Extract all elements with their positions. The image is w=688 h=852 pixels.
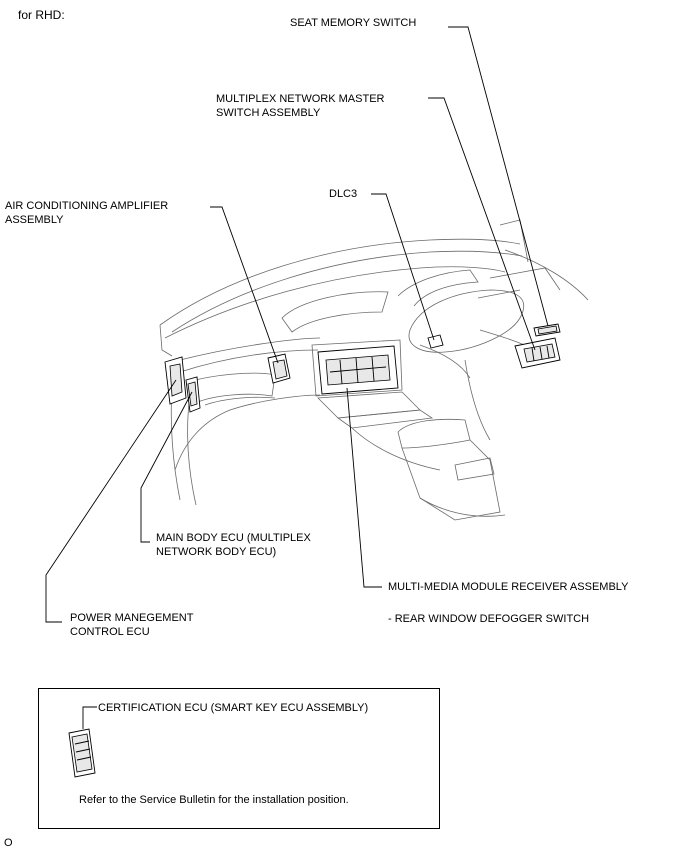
dashboard-outline [159,219,589,521]
ac-amplifier-part [267,353,291,384]
figure-code: O [4,837,13,849]
main-body-ecu-label-line1: MAIN BODY ECU (MULTIPLEX [156,532,311,544]
seat-memory-switch-part [533,323,561,337]
multiplex-master-label-line2: SWITCH ASSEMBLY [216,107,321,119]
multiplex-master-switch-part [514,337,561,369]
dlc3-part [427,334,444,349]
installation-note: Refer to the Service Bulletin for the in… [79,794,349,806]
certification-ecu-inset: CERTIFICATION ECU (SMART KEY ECU ASSEMBL… [38,688,440,829]
ac-amplifier-label-line1: AIR CONDITIONING AMPLIFIER [5,200,169,212]
multimedia-receiver-part [317,345,399,395]
multiplex-master-label-line1: MULTIPLEX NETWORK MASTER [216,93,385,105]
power-management-label-line1: POWER MANEGEMENT [70,612,194,624]
rear-window-defogger-label: - REAR WINDOW DEFOGGER SWITCH [388,613,590,625]
multimedia-receiver-label: MULTI-MEDIA MODULE RECEIVER ASSEMBLY [388,581,629,593]
ac-amplifier-label-line2: ASSEMBLY [5,214,64,226]
variant-heading: for RHD: [18,8,65,22]
power-management-label-line2: CONTROL ECU [70,626,150,638]
seat-memory-switch-label: SEAT MEMORY SWITCH [290,17,417,29]
leader-lines [45,26,549,623]
left-ecu-parts [164,356,201,413]
main-body-ecu-label-line2: NETWORK BODY ECU) [156,546,277,558]
certification-ecu-drawing [68,706,97,778]
certification-ecu-label: CERTIFICATION ECU (SMART KEY ECU ASSEMBL… [98,702,369,714]
dlc3-label: DLC3 [329,188,358,200]
